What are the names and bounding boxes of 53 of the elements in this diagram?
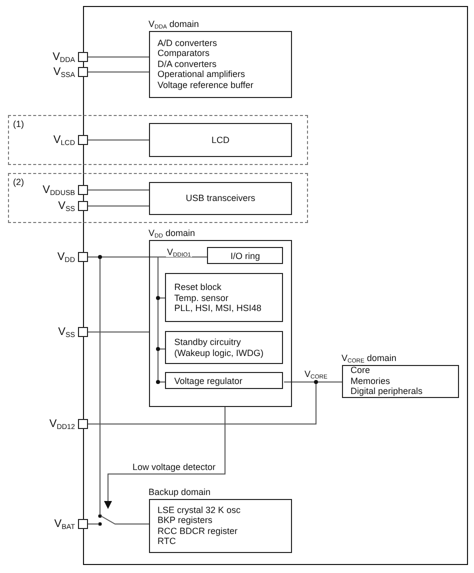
wire xyxy=(88,382,342,424)
block-text: Voltage regulator xyxy=(174,376,244,386)
block-text: PLL, HSI, MSI, HSI48 xyxy=(174,303,262,314)
pin-label: V$_{SSA}$ xyxy=(53,65,75,79)
pin-label: V$_{DD12}$ xyxy=(49,417,75,431)
block-text: I/O ring xyxy=(230,250,260,262)
block-text: Memories xyxy=(350,376,392,386)
pin-label: V$_{DD}$ xyxy=(57,250,75,264)
block-text: USB transceivers xyxy=(186,193,256,204)
domain-title: V$_{DD}$ domain xyxy=(148,226,195,238)
domain-title: V$_{CORE}$ domain xyxy=(342,352,396,364)
block-text: LCD xyxy=(211,134,230,146)
footnote-label: (1) xyxy=(13,119,24,129)
edge-label: V$_{CORE}$ xyxy=(304,369,328,379)
chip-outline xyxy=(83,6,468,565)
block-text: RTC xyxy=(158,536,177,546)
block-text: Operational amplifiers xyxy=(158,69,246,80)
block-text: D/A converters xyxy=(158,58,218,70)
edge-label: V$_{DDIO1}$ xyxy=(166,247,192,257)
pin-label: V$_{DDA}$ xyxy=(52,50,75,64)
block-text: RCC BDCR register xyxy=(158,526,239,536)
switch-symbol xyxy=(96,508,120,528)
block-text: Comparators xyxy=(158,48,211,59)
dashed-group-box xyxy=(8,115,308,165)
pin-label: V$_{SS}$ xyxy=(58,199,75,213)
block-text: Core xyxy=(350,365,372,376)
block-text: Standby circuitry xyxy=(174,337,242,348)
block-text: LSE crystal 32 K osc xyxy=(158,504,242,515)
block-text: Digital peripherals xyxy=(350,386,424,397)
wire xyxy=(104,406,226,509)
block-box xyxy=(165,331,284,364)
pin-label: V$_{DDUSB}$ xyxy=(42,183,75,197)
dashed-group-box xyxy=(8,173,308,223)
footnote-label: (2) xyxy=(13,177,24,187)
block-text: BKP registers xyxy=(158,515,214,526)
block-text: Temp. sensor xyxy=(174,292,230,304)
block-box xyxy=(207,247,284,264)
block-box xyxy=(165,273,284,322)
block-box xyxy=(149,123,292,157)
domain-title: V$_{DDA}$ domain xyxy=(148,18,199,30)
block-box xyxy=(149,182,292,215)
block-text: (Wakeup logic, IWDG) xyxy=(174,348,264,358)
block-text: Voltage reference buffer xyxy=(158,80,254,90)
block-text: Reset block xyxy=(174,282,222,293)
pin-label: V$_{LCD}$ xyxy=(53,133,75,147)
edge-label: Low voltage detector xyxy=(132,462,217,472)
wire xyxy=(88,56,150,58)
domain-title: Backup domain xyxy=(148,486,211,498)
pin-label: V$_{SS}$ xyxy=(58,325,75,339)
block-text: A/D converters xyxy=(158,38,218,48)
pin-label: V$_{BAT}$ xyxy=(54,517,75,531)
block-box xyxy=(165,372,284,390)
wire xyxy=(88,256,100,508)
